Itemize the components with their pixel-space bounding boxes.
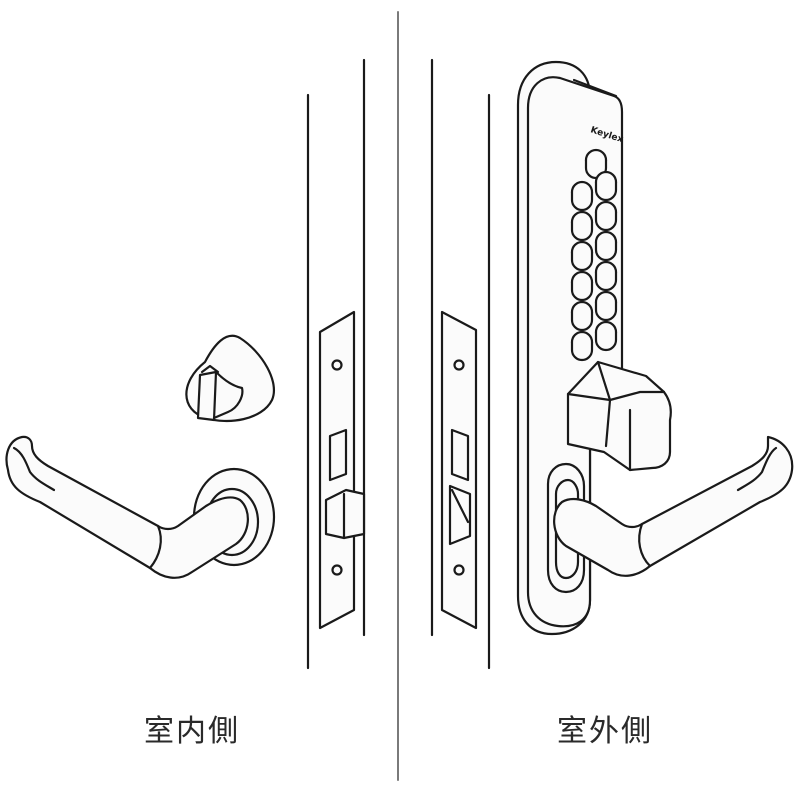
indoor-lever-handle-icon bbox=[5, 435, 276, 579]
key-button-icon bbox=[570, 180, 594, 212]
release-knob-icon bbox=[566, 360, 672, 472]
outdoor-side-caption: 室外側 bbox=[557, 714, 653, 749]
indoor-side-caption: 室内側 bbox=[144, 714, 240, 749]
key-button-icon bbox=[594, 230, 618, 262]
key-button-icon bbox=[570, 270, 594, 302]
key-button-icon bbox=[570, 300, 594, 332]
key-button-icon bbox=[570, 330, 594, 362]
key-button-icon bbox=[594, 200, 618, 232]
outdoor-door-edge bbox=[430, 58, 491, 670]
key-button-icon bbox=[594, 170, 618, 202]
outdoor-lever-handle-icon bbox=[553, 435, 794, 577]
indoor-door-edge bbox=[306, 58, 366, 670]
key-button-icon bbox=[594, 290, 618, 322]
key-button-icon bbox=[594, 260, 618, 292]
thumb-turn-icon bbox=[185, 334, 275, 422]
key-button-icon bbox=[570, 210, 594, 242]
key-button-icon bbox=[594, 320, 618, 352]
keypad-buttons bbox=[570, 148, 618, 362]
key-button-icon bbox=[570, 240, 594, 272]
